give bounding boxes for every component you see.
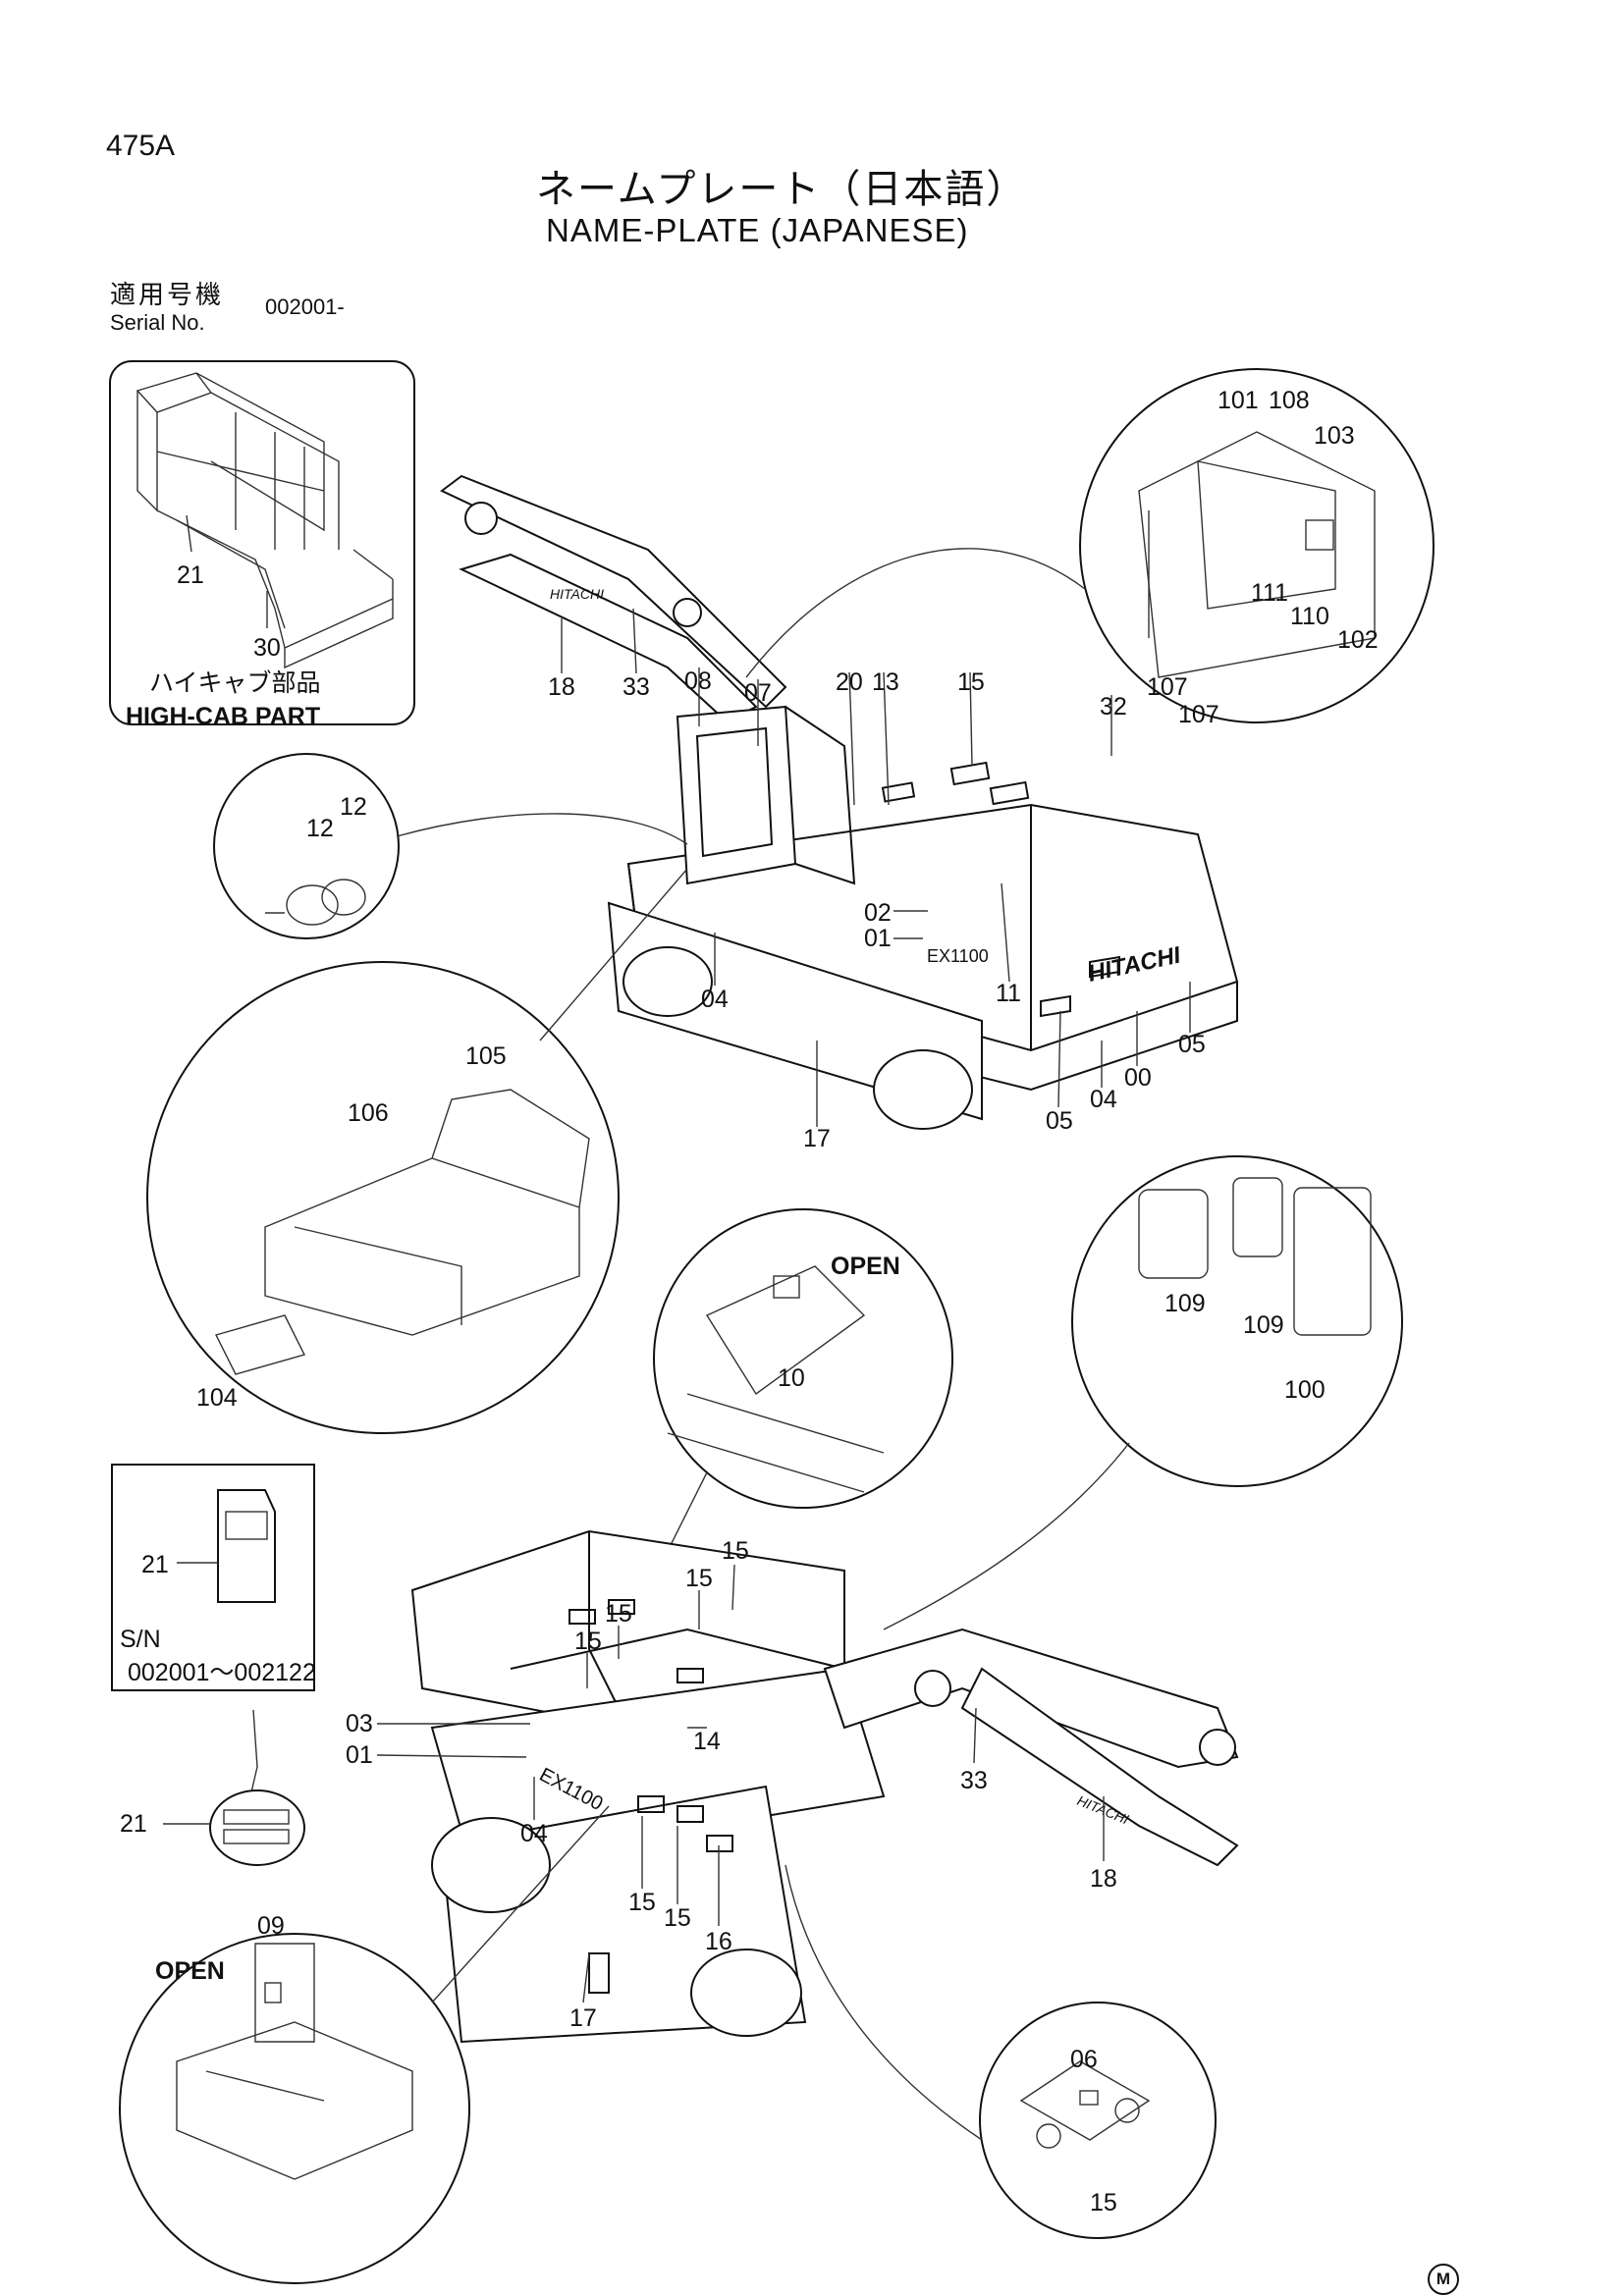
callout-103: 103 (1314, 422, 1355, 450)
leader-30 (186, 514, 192, 553)
callout-01-top: 01 (864, 925, 892, 952)
callout-10: 10 (778, 1364, 805, 1392)
callout-03: 03 (346, 1710, 373, 1737)
tag-sn-range: 002001～002122 (128, 1659, 316, 1686)
high-cab-frame (109, 360, 415, 725)
serial-label-japanese: 適用号機 (110, 280, 225, 309)
callout-110: 110 (1290, 603, 1329, 630)
callout-15-b6: 15 (664, 1904, 691, 1932)
tag-box-detail: 21 S/N 002001～002122 (111, 1464, 316, 1691)
callout-108: 108 (1269, 387, 1310, 414)
page-title-japanese: ネームプレート（日本語） (536, 168, 1028, 211)
high-cab-label-japanese: ハイキャブ部品 (149, 669, 321, 697)
open-label-10: OPEN (831, 1253, 900, 1280)
callout-15-b4: 15 (574, 1628, 602, 1655)
bucket-link-detail: 06 15 (785, 1864, 1217, 2239)
detail-09-circle: 09 OPEN (119, 1805, 610, 2284)
callout-21-box: 21 (141, 1551, 169, 1578)
callout-101: 101 (1218, 387, 1259, 414)
model-text-top: EX1100 (927, 946, 989, 966)
callout-01-bottom: 01 (346, 1741, 373, 1769)
tag-box-frame (111, 1464, 315, 1691)
callout-109-b: 109 (1243, 1311, 1284, 1339)
detail-12-circle: 12 12 (213, 753, 688, 939)
callout-04-top-right: 04 (1090, 1086, 1117, 1113)
round-tag-detail: 21 (120, 1709, 305, 1866)
top-view-callouts: 18 33 08 07 20 13 15 32 02 01 11 04 05 0… (548, 608, 1206, 1152)
excavator-top-view (440, 474, 1239, 1130)
high-cab-inset: 21 30 ハイキャブ部品 HIGH-CAB PART (109, 360, 415, 730)
callout-06: 06 (1070, 2046, 1098, 2073)
callout-30: 21 (177, 561, 204, 589)
callout-05-right: 05 (1178, 1031, 1206, 1058)
engine-compartment-detail: 105 106 104 (146, 868, 688, 1434)
tag-plate (217, 1489, 276, 1603)
callout-18-bottom: 18 (1090, 1865, 1117, 1893)
page-code: 475A (106, 130, 176, 162)
cab-interior-pointer (745, 548, 1086, 678)
callout-15-b5: 15 (628, 1889, 656, 1916)
cab-interior-detail: 101 108 103 111 110 102 107 107 (745, 368, 1435, 728)
high-cab-railing-drawing (135, 372, 394, 669)
callout-17-bottom: 17 (569, 2004, 597, 2032)
callout-104: 104 (196, 1384, 238, 1412)
callout-17-top: 17 (803, 1125, 831, 1152)
callout-15-b3: 15 (605, 1600, 632, 1628)
door-window-detail: 109 109 100 (883, 1155, 1403, 1630)
callout-11: 11 (996, 980, 1021, 1007)
open-label-09: OPEN (155, 1957, 225, 1985)
page-title-english: NAME-PLATE (JAPANESE) (546, 212, 969, 248)
callout-106: 106 (348, 1099, 389, 1127)
callout-107-b: 107 (1178, 701, 1219, 728)
callout-111: 111 (1251, 579, 1288, 607)
callout-04-bottom: 04 (520, 1820, 548, 1847)
callout-32: 32 (1100, 693, 1127, 721)
callout-109-a: 109 (1164, 1290, 1206, 1317)
callout-107-a: 107 (1147, 673, 1188, 701)
excavator-bottom-view (410, 1529, 1239, 2044)
callout-18: 18 (548, 673, 575, 701)
callout-15-link: 15 (1090, 2189, 1117, 2216)
callout-14: 14 (693, 1728, 721, 1755)
callout-21-tag: 21 (120, 1810, 147, 1838)
boom-brand-text-top: HITACHI (550, 586, 604, 602)
callout-15-b1: 15 (722, 1537, 749, 1565)
callout-100: 100 (1284, 1376, 1326, 1404)
callout-00: 00 (1124, 1064, 1152, 1092)
callout-02: 02 (864, 899, 892, 927)
callout-105: 105 (465, 1042, 507, 1070)
callout-12-b: 12 (340, 793, 367, 821)
callout-08: 08 (684, 667, 712, 695)
callout-15-b2: 15 (685, 1565, 713, 1592)
callout-12-a: 12 (306, 815, 334, 842)
callout-33-bottom: 33 (960, 1767, 988, 1794)
callout-13: 13 (872, 668, 899, 696)
cab-interior-circle (1079, 368, 1435, 723)
bottom-view-callouts: 15 15 15 15 03 01 14 33 18 04 15 15 16 1… (346, 1537, 1117, 2032)
callout-09: 09 (257, 1912, 285, 1940)
callout-33: 33 (623, 673, 650, 701)
callout-102: 102 (1337, 626, 1379, 654)
trademark-symbol: M (1428, 2264, 1459, 2295)
callout-04-top-left: 04 (701, 986, 729, 1013)
high-cab-label-english: HIGH-CAB PART (126, 703, 320, 730)
callout-16: 16 (705, 1928, 732, 1955)
callout-31: 30 (253, 634, 281, 662)
tag-sn-label: S/N (120, 1626, 161, 1653)
serial-number-value: 002001- (265, 294, 345, 319)
callout-05-bottom: 05 (1046, 1107, 1073, 1135)
serial-label-english: Serial No. (110, 310, 205, 335)
